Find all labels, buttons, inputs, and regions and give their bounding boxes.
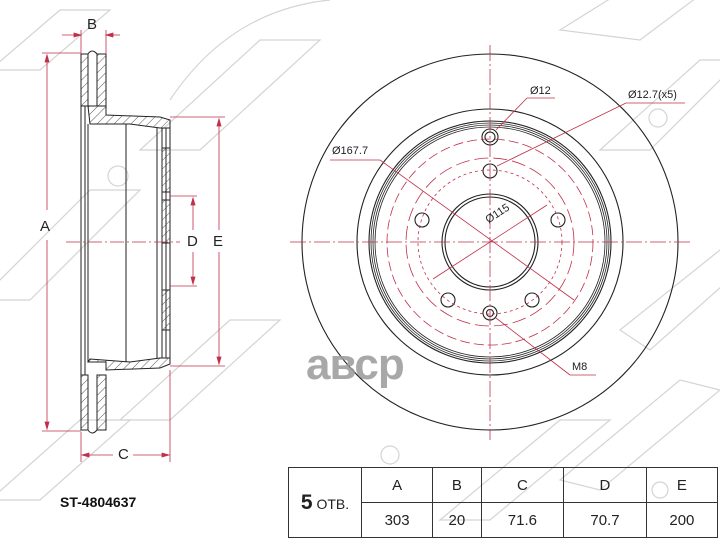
dim-label-b: B <box>87 16 98 33</box>
avito-watermark: авср <box>306 340 405 389</box>
value-e: 200 <box>645 502 719 538</box>
callout-thread: M8 <box>572 361 588 373</box>
spec-value-row: 303 20 71.6 70.7 200 <box>289 502 719 538</box>
callout-locating-hole: Ø12 <box>530 85 551 97</box>
header-b: B <box>432 467 482 503</box>
sat-watermark-pattern <box>0 0 720 521</box>
dim-label-c: C <box>118 446 129 463</box>
value-b: 20 <box>432 502 482 538</box>
part-number: ST-4804637 <box>60 494 137 510</box>
holes-count: 5 <box>300 490 313 514</box>
value-d: 70.7 <box>563 502 647 538</box>
header-e: E <box>645 467 719 503</box>
header-a: A <box>360 467 434 503</box>
side-section-view <box>42 30 225 462</box>
callout-bolt-circle: Ø167.7 <box>332 145 369 157</box>
dim-label-a: A <box>40 218 51 235</box>
holes-label: ОТВ. <box>316 495 350 512</box>
front-view <box>290 45 690 440</box>
dim-label-e: E <box>213 233 224 250</box>
dim-label-d: D <box>187 233 198 250</box>
header-d: D <box>563 467 647 503</box>
callout-bolt-holes: Ø12.7(x5) <box>628 89 677 101</box>
spec-header-row: 5 ОТВ. A B C D E <box>288 467 719 538</box>
header-c: C <box>480 467 565 503</box>
holes-cell: 5 ОТВ. <box>288 467 362 538</box>
value-c: 71.6 <box>480 502 565 538</box>
spec-table: 5 ОТВ. A B C D E 303 20 71.6 70.7 200 <box>288 467 719 538</box>
value-a: 303 <box>360 502 434 538</box>
